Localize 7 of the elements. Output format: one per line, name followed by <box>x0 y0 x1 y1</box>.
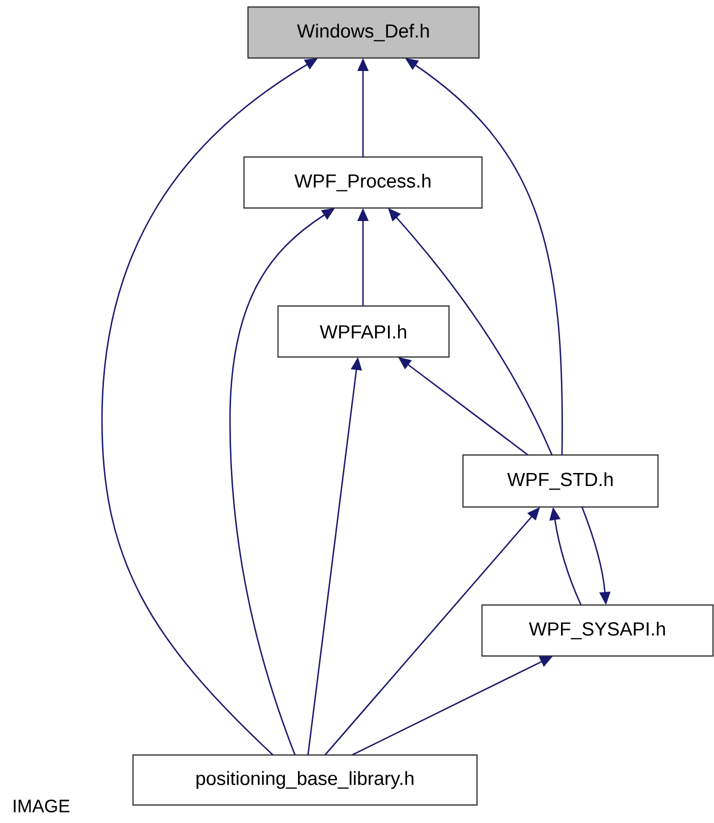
file-box: WPFAPI.h <box>277 305 450 358</box>
caption-text: IMAGE <box>14 800 70 812</box>
file-box: WPF_SYSAPI.h <box>481 604 714 657</box>
file-box: positioning_base_library.h <box>132 754 478 806</box>
file-box: Windows_Def.h <box>247 6 480 59</box>
file-box: WPF_Process.h <box>243 156 483 209</box>
file-box: WPF_STD.h <box>462 454 659 508</box>
